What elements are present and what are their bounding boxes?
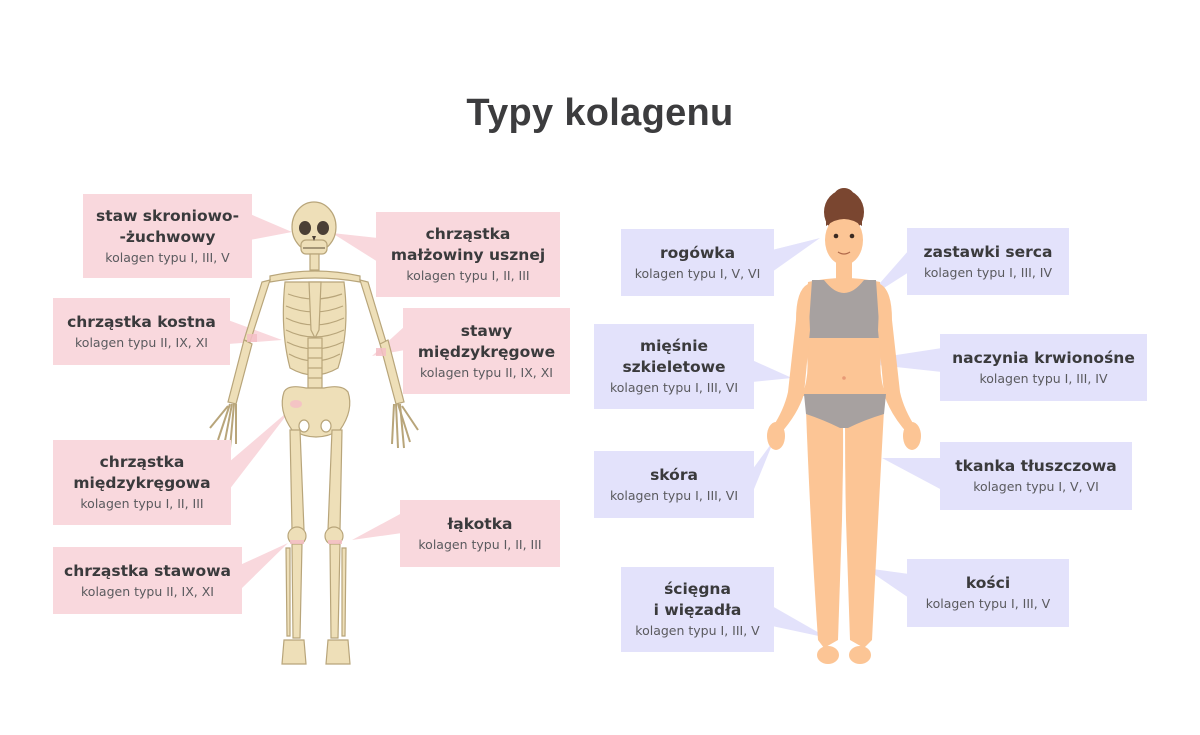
label-title: chrząstka małżowiny usznej — [390, 225, 546, 264]
label-title: staw skroniowo- -żuchwowy — [95, 206, 240, 246]
label-collagen: kolagen typu II, IX, XI — [75, 334, 208, 350]
label-collagen: kolagen typu II, IX, XI — [420, 364, 553, 380]
label-collagen: kolagen typu I, II, III — [418, 536, 542, 552]
skeleton-illustration — [209, 201, 419, 665]
label-collagen: kolagen typu I, III, IV — [923, 264, 1053, 280]
label-miesnie-szkieletowe: mięśnie szkieletowe kolagen typu I, III,… — [594, 324, 754, 409]
label-title: chrząstka kostna — [67, 312, 216, 331]
label-title: rogówka — [659, 243, 736, 262]
label-stawy-miedzykregowe: stawy międzykręgowe kolagen typu II, IX,… — [403, 308, 570, 394]
label-collagen: kolagen typu I, III, V — [635, 623, 760, 638]
label-naczynia-krwionosne: naczynia krwionośne kolagen typu I, III,… — [940, 334, 1147, 401]
label-title: stawy międzykręgowe — [417, 321, 556, 361]
label-chrzastka-stawowa: chrząstka stawowa kolagen typu II, IX, X… — [53, 547, 242, 614]
label-tkanka-tluszczowa: tkanka tłuszczowa kolagen typu I, V, VI — [940, 442, 1132, 510]
label-zastawki-serca: zastawki serca kolagen typu I, III, IV — [907, 228, 1069, 295]
label-sciegna-i-wiezadla: ścięgna i więzadła kolagen typu I, III, … — [621, 567, 774, 652]
skeleton-pointers — [228, 214, 405, 590]
label-title: ścięgna i więzadła — [653, 580, 742, 619]
label-collagen: kolagen typu I, V, VI — [973, 479, 1099, 494]
label-title: chrząstka międzykręgowa — [73, 453, 211, 492]
label-title: mięśnie szkieletowe — [622, 337, 726, 376]
label-lakotka: łąkotka kolagen typu I, II, III — [400, 500, 560, 567]
label-title: skóra — [650, 465, 698, 484]
female-body-illustration — [767, 188, 921, 664]
label-collagen: kolagen typu I, II, III — [406, 268, 530, 283]
label-title: kości — [965, 574, 1011, 592]
page-title: Typy kolagenu — [466, 92, 734, 134]
label-collagen: kolagen typu I, III, V — [105, 249, 230, 265]
label-kosci: kości kolagen typu I, III, V — [907, 559, 1069, 627]
label-collagen: kolagen typu I, V, VI — [634, 265, 761, 281]
label-chrzastka-miedzykregowa: chrząstka międzykręgowa kolagen typu I, … — [53, 440, 231, 525]
label-title: naczynia krwionośne — [952, 348, 1135, 367]
label-collagen: kolagen typu I, II, III — [80, 496, 204, 511]
label-title: zastawki serca — [923, 242, 1053, 261]
label-title: tkanka tłuszczowa — [955, 457, 1117, 475]
label-chrzastka-malzowiny-usznej: chrząstka małżowiny usznej kolagen typu … — [376, 212, 560, 297]
label-collagen: kolagen typu I, III, IV — [979, 370, 1108, 386]
label-collagen: kolagen typu II, IX, XI — [81, 583, 214, 599]
label-skora: skóra kolagen typu I, III, VI — [594, 451, 754, 518]
label-title: łąkotka — [447, 514, 513, 533]
label-collagen: kolagen typu I, III, V — [925, 596, 1051, 611]
label-collagen: kolagen typu I, III, VI — [609, 487, 739, 503]
label-collagen: kolagen typu I, III, VI — [609, 380, 739, 395]
label-rogowka: rogówka kolagen typu I, V, VI — [621, 229, 774, 296]
label-title: chrząstka stawowa — [64, 561, 231, 580]
label-chrzastka-kostna: chrząstka kostna kolagen typu II, IX, XI — [53, 298, 230, 365]
label-staw-skroniowo-zuchwowy: staw skroniowo- -żuchwowy kolagen typu I… — [83, 194, 252, 278]
